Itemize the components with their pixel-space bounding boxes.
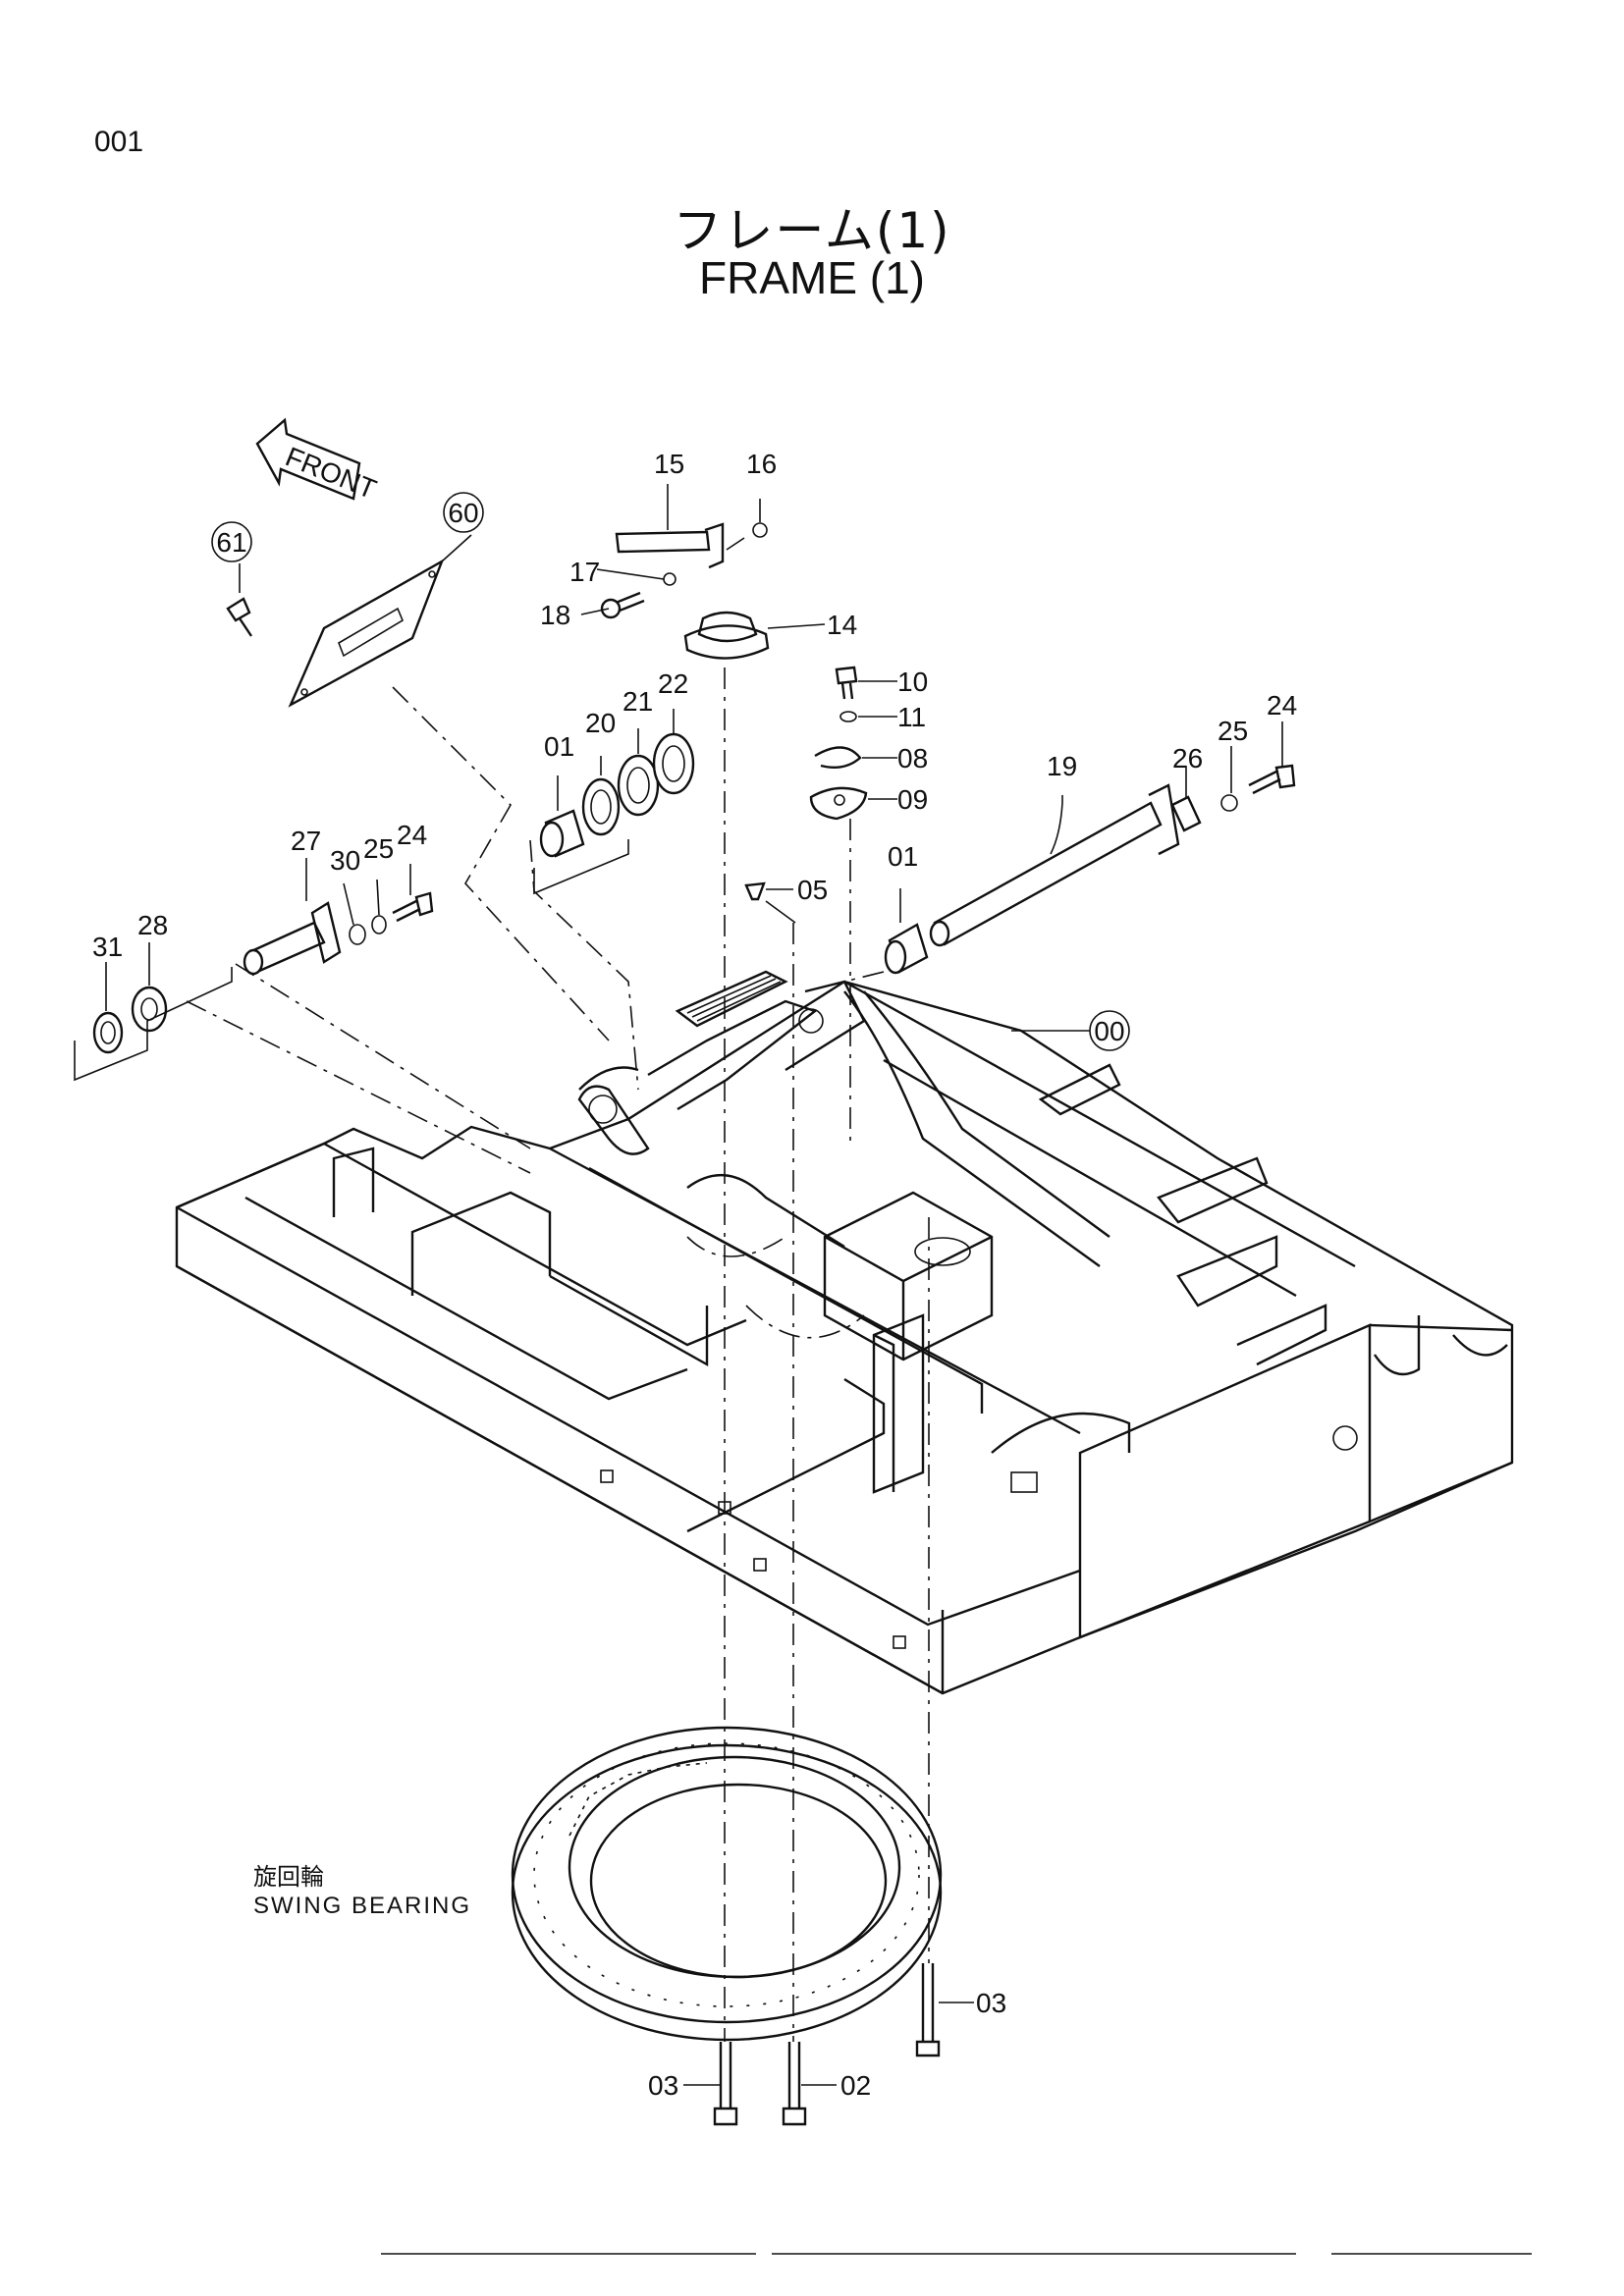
- assembly-lines: [74, 667, 930, 2042]
- washer-30: [349, 924, 366, 945]
- callout-60: 60: [443, 492, 484, 533]
- callout-20: 20: [585, 708, 616, 738]
- bolt-24-left: [392, 891, 434, 923]
- pin-19: [929, 783, 1180, 947]
- callout-03-right: 03: [976, 1988, 1006, 2018]
- callout-30: 30: [330, 845, 360, 876]
- callout-24-left: 24: [397, 820, 427, 850]
- svg-text:00: 00: [1094, 1016, 1124, 1046]
- swing-bearing: [511, 1726, 943, 2042]
- callout-22: 22: [658, 668, 688, 699]
- page-number: 001: [94, 126, 144, 158]
- ring-17: [663, 572, 677, 586]
- callout-09: 09: [897, 784, 928, 815]
- callout-26: 26: [1172, 743, 1203, 774]
- callout-08: 08: [897, 743, 928, 774]
- pin-27: [243, 901, 342, 976]
- callout-11: 11: [897, 702, 926, 732]
- bushing-stack-left: [539, 732, 695, 858]
- bolt-03-left: [713, 2042, 738, 2126]
- callout-18: 18: [540, 600, 570, 630]
- svg-text:60: 60: [448, 498, 478, 528]
- callout-61: 61: [211, 521, 252, 562]
- callout-31: 31: [92, 932, 123, 962]
- callout-25-right: 25: [1218, 716, 1248, 746]
- bushing-01-right: [884, 923, 929, 975]
- washer-16: [752, 522, 768, 538]
- callout-00: 00: [1089, 1010, 1130, 1051]
- plate-09: [809, 786, 868, 821]
- callout-10: 10: [897, 667, 928, 697]
- callout-01-right: 01: [888, 841, 918, 872]
- ring-08: [814, 746, 862, 769]
- swing-bearing-label-japanese: 旋回輪: [253, 1863, 324, 1891]
- swing-bearing-label-english: SWING BEARING: [253, 1893, 472, 1919]
- washer-28: [131, 986, 168, 1033]
- callout-24-right: 24: [1267, 690, 1297, 721]
- cap-14: [683, 611, 770, 660]
- ring-31: [92, 1011, 124, 1054]
- callout-15: 15: [654, 449, 684, 479]
- callout-19: 19: [1047, 751, 1077, 781]
- ring-25-left: [371, 915, 387, 934]
- callout-21: 21: [623, 686, 653, 717]
- callout-27: 27: [291, 826, 321, 856]
- bolt-61: [226, 597, 252, 637]
- callout-03-left: 03: [648, 2070, 678, 2101]
- leader-lines: [105, 484, 1283, 2086]
- revolving-frame: [175, 970, 1514, 1695]
- callout-25-left: 25: [363, 833, 394, 864]
- callout-16: 16: [746, 449, 777, 479]
- callout-05: 05: [797, 875, 828, 905]
- plug-05: [744, 881, 766, 901]
- plate-26: [1170, 795, 1202, 832]
- bolt-03-right: [915, 1963, 941, 2057]
- washer-11: [839, 711, 857, 722]
- bolt-24-right: [1248, 764, 1296, 795]
- cover-plate-60: [288, 559, 445, 708]
- bracket-15: [615, 522, 725, 569]
- callout-28: 28: [137, 910, 168, 940]
- title-english: FRAME (1): [699, 252, 925, 303]
- callout-01-left: 01: [544, 731, 574, 762]
- title-japanese: フレーム(1): [673, 202, 951, 259]
- callout-02: 02: [840, 2070, 871, 2101]
- bolt-18: [600, 591, 645, 619]
- svg-text:61: 61: [216, 527, 246, 558]
- washer-25-right: [1220, 794, 1238, 812]
- bolt-02: [782, 2042, 807, 2126]
- bolt-10: [835, 666, 858, 700]
- callout-14: 14: [827, 610, 857, 640]
- front-arrow: FRONT: [255, 417, 381, 505]
- callout-17: 17: [569, 557, 600, 587]
